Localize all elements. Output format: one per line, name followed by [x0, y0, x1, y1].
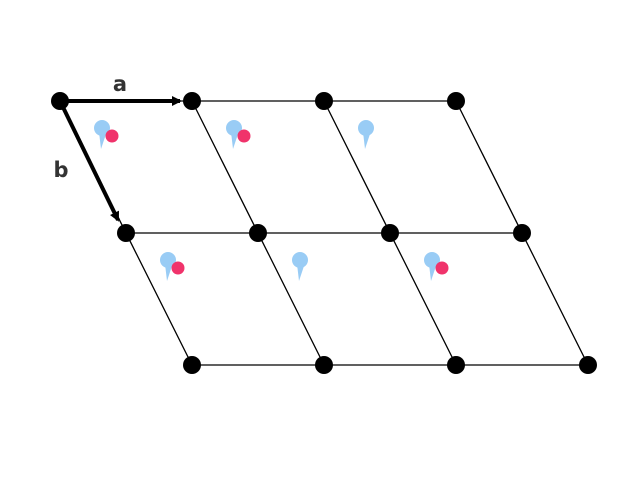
lattice-point-icon [315, 356, 333, 374]
pin-icon [160, 252, 176, 281]
pin-head [358, 120, 374, 136]
lattice-grid-lines [59, 100, 589, 366]
dot-icon [105, 129, 119, 143]
pin-head [424, 252, 440, 268]
pin-head [160, 252, 176, 268]
vector-a-label: a [113, 72, 127, 96]
lattice-point-icon [447, 356, 465, 374]
pin-head [226, 120, 242, 136]
cell-motif [226, 120, 251, 149]
lattice-points [51, 92, 597, 374]
lattice-point-icon [117, 224, 135, 242]
lattice-point-icon [51, 92, 69, 110]
pin-icon [226, 120, 242, 149]
lattice-point-icon [381, 224, 399, 242]
pin-icon [292, 252, 308, 281]
pin-head [94, 120, 110, 136]
lattice-point-icon [183, 92, 201, 110]
dot-icon [237, 129, 251, 143]
pin-icon [358, 120, 374, 149]
cell-motif [160, 252, 185, 281]
vector-b-arrow [58, 100, 120, 222]
dot-icon [171, 261, 185, 275]
lattice-point-icon [579, 356, 597, 374]
cell-motif [424, 252, 449, 281]
cell-motif [358, 120, 374, 149]
lattice-point-icon [183, 356, 201, 374]
lattice-point-icon [447, 92, 465, 110]
lattice-point-icon [249, 224, 267, 242]
basis-vectors: a b [53, 72, 182, 222]
pin-icon [94, 120, 110, 149]
dot-icon [435, 261, 449, 275]
pin-icon [424, 252, 440, 281]
lattice-point-icon [513, 224, 531, 242]
cell-motifs [94, 120, 449, 281]
pin-head [292, 252, 308, 268]
lattice-point-icon [315, 92, 333, 110]
vector-b-label: b [53, 158, 68, 182]
cell-motif [94, 120, 119, 149]
cell-motif [292, 252, 308, 281]
